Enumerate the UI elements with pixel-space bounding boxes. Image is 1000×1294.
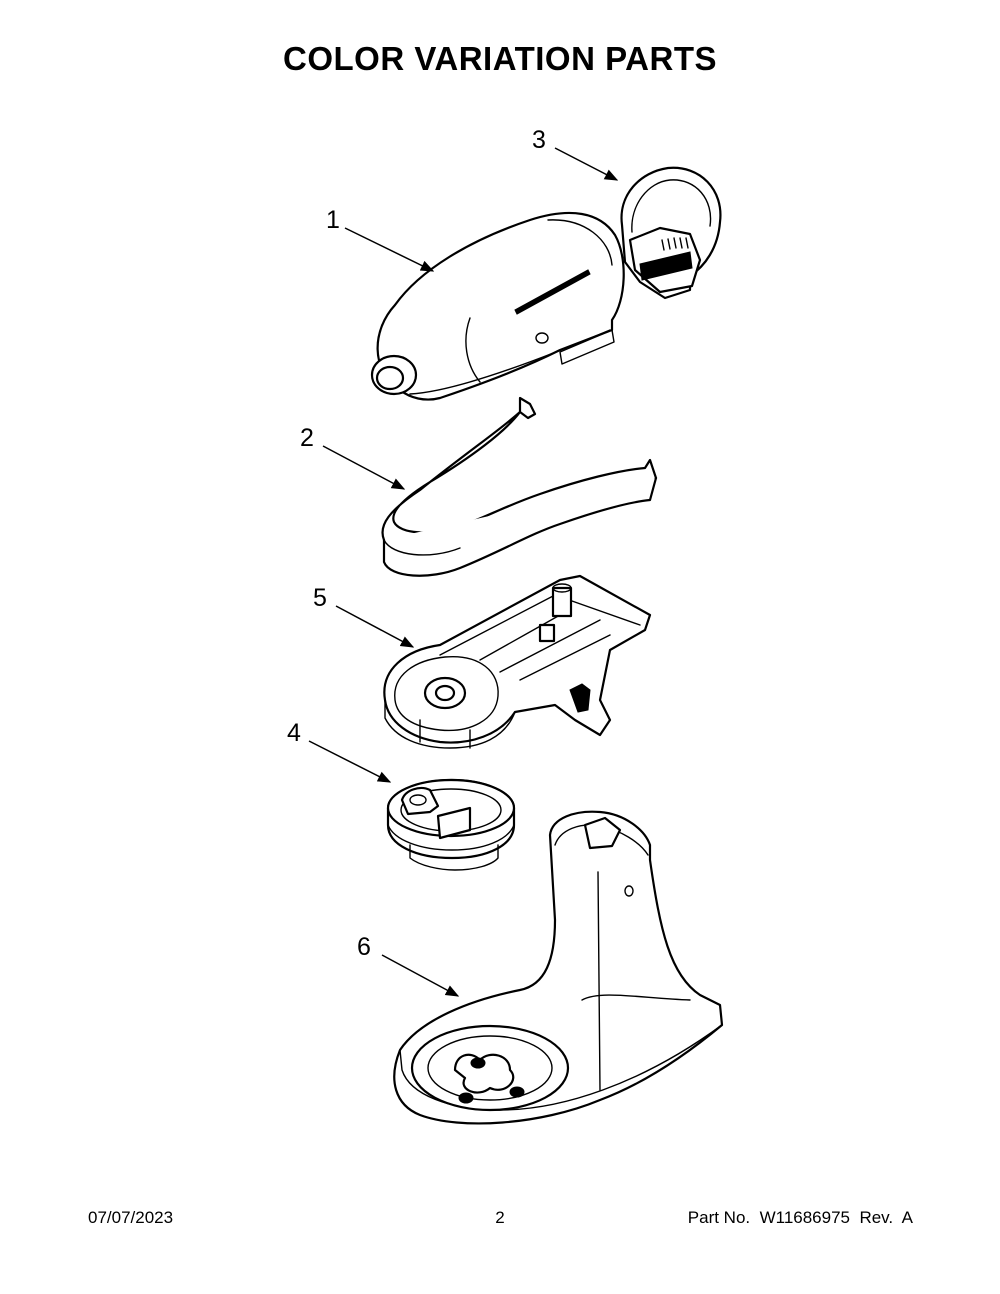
callout-5[interactable]: 5 [313, 584, 415, 648]
part-4-coupling-ring[interactable] [386, 778, 516, 871]
callout-label-4: 4 [287, 719, 301, 747]
footer-date: 07/07/2023 [88, 1208, 174, 1227]
part-3-hub-cover[interactable] [620, 166, 722, 300]
leader-line-3 [554, 147, 619, 181]
callout-label-5: 5 [313, 584, 327, 612]
leader-line-2 [322, 445, 406, 490]
callout-label-1: 1 [326, 206, 340, 234]
leader-line-5 [335, 605, 415, 648]
footer-part-number: Part No. W11686975 Rev. A [687, 1208, 913, 1227]
part-5-gear-housing[interactable] [383, 574, 652, 749]
leader-line-4 [308, 740, 392, 783]
callout-6[interactable]: 6 [357, 933, 460, 997]
callout-4[interactable]: 4 [287, 719, 392, 783]
part-6-pedestal-base[interactable] [393, 810, 724, 1125]
part-1-motor-housing[interactable] [370, 211, 625, 401]
callout-3[interactable]: 3 [532, 126, 619, 181]
callout-label-2: 2 [300, 424, 314, 452]
leader-line-1 [344, 227, 435, 272]
leader-line-6 [381, 954, 460, 997]
callout-1[interactable]: 1 [326, 206, 435, 272]
callout-label-6: 6 [357, 933, 371, 961]
footer-page-number: 2 [495, 1208, 505, 1227]
callout-label-3: 3 [532, 126, 546, 154]
page-title: COLOR VARIATION PARTS [283, 40, 717, 77]
callout-2[interactable]: 2 [300, 424, 406, 490]
part-2-trim-band[interactable] [381, 396, 658, 577]
